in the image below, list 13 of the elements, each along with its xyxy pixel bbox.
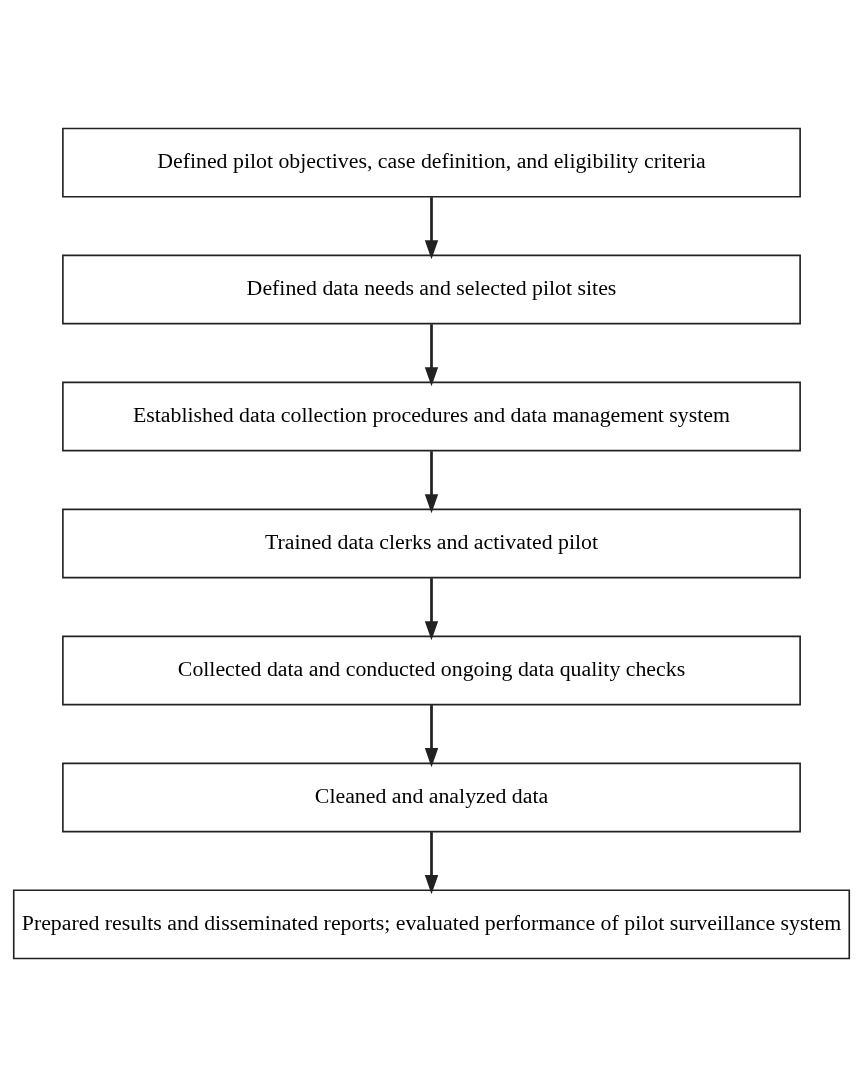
node-box: Defined pilot objectives, case definition, and eligibility criteria bbox=[62, 127, 801, 198]
node-box: Cleaned and analyzed data bbox=[62, 762, 801, 833]
arrow bbox=[424, 578, 439, 641]
node-box: Prepared results and disseminated reports; evaluated performance of pilot surveillance system bbox=[12, 889, 851, 960]
node-box: Collected data and conducted ongoing data quality checks bbox=[62, 635, 801, 706]
arrow bbox=[424, 197, 439, 260]
arrow bbox=[424, 832, 439, 895]
arrow bbox=[424, 324, 439, 387]
node-box: Defined data needs and selected pilot sites bbox=[62, 254, 801, 325]
arrow bbox=[424, 705, 439, 768]
node-box: Established data collection procedures and data management system bbox=[62, 381, 801, 452]
node-box: Trained data clerks and activated pilot bbox=[62, 508, 801, 579]
arrow bbox=[424, 451, 439, 514]
